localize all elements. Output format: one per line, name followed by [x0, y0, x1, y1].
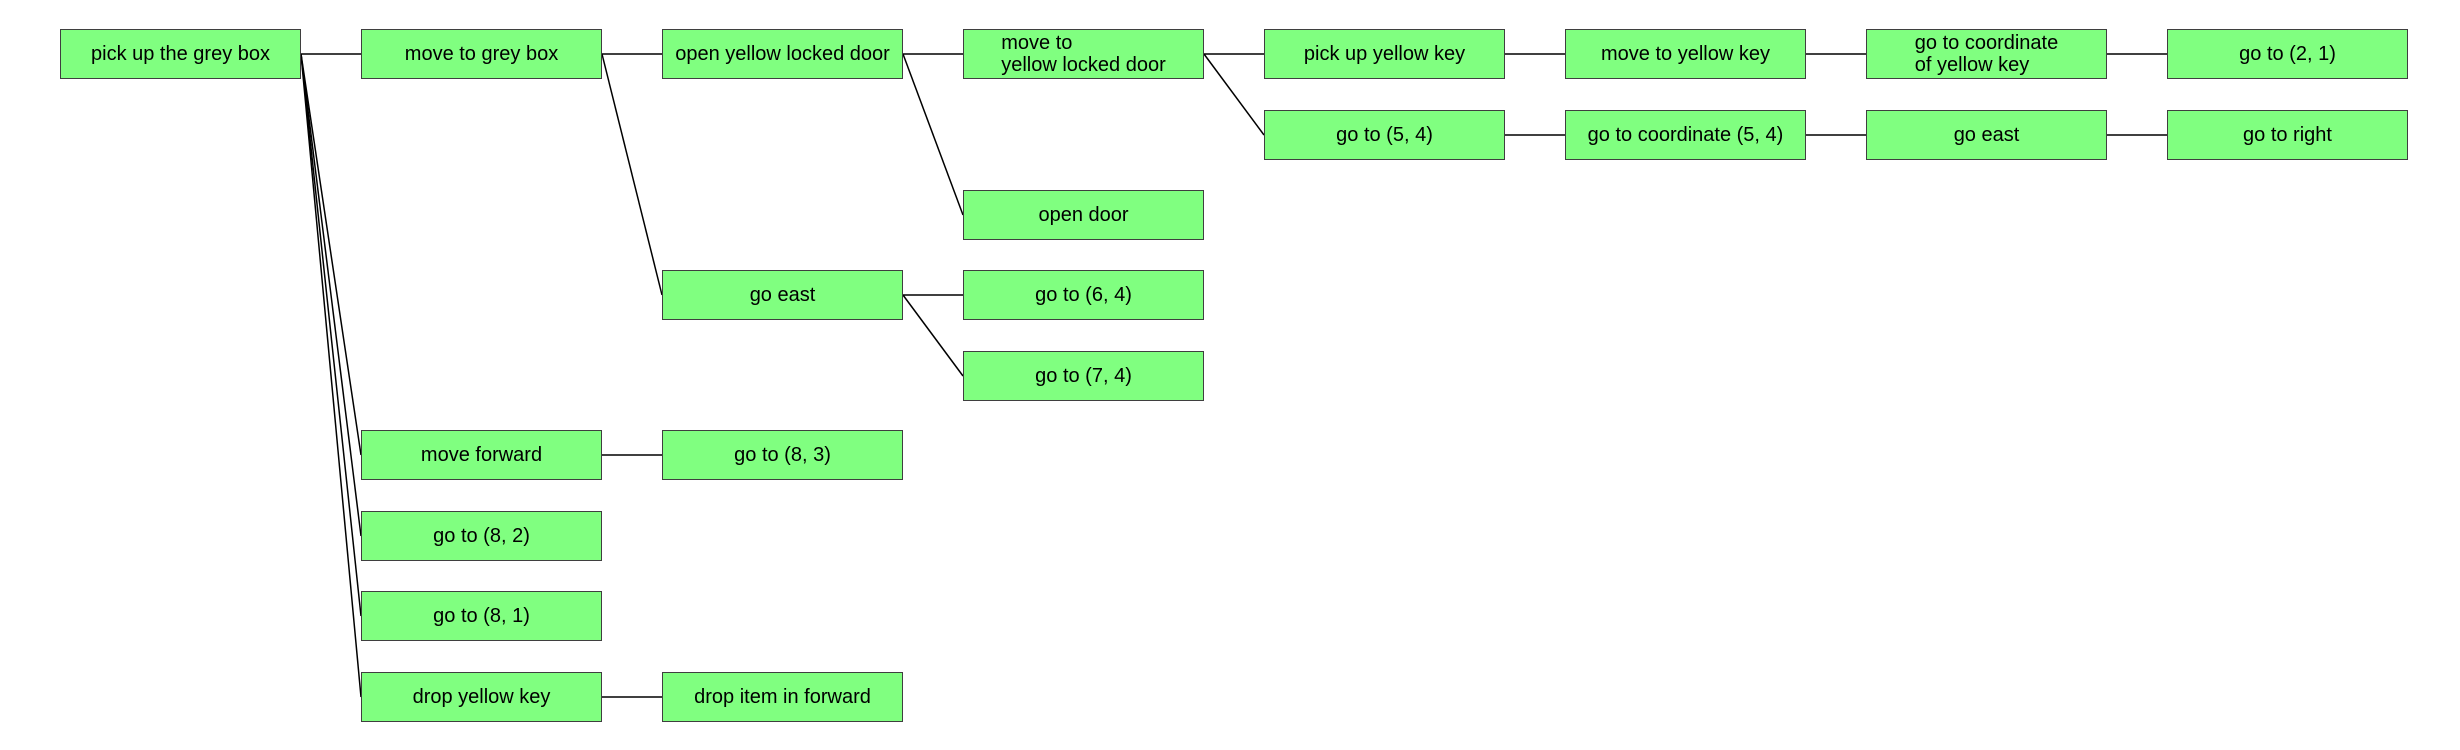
- node-go-to-8-3[interactable]: go to (8, 3): [662, 430, 903, 480]
- node-move-to-yellow-locked-door[interactable]: move to yellow locked door: [963, 29, 1204, 79]
- edge-pick_up_grey_box-to-go_to_8_2: [300, 53, 362, 537]
- node-go-to-coordinate-of-yellow-key[interactable]: go to coordinate of yellow key: [1866, 29, 2107, 79]
- node-go-east[interactable]: go east: [1866, 110, 2107, 160]
- edge-move_to_grey_box-to-go_east_1: [601, 53, 663, 296]
- node-go-to-2-1[interactable]: go to (2, 1): [2167, 29, 2408, 79]
- node-go-to-8-1[interactable]: go to (8, 1): [361, 591, 602, 641]
- node-go-to-coordinate-5-4[interactable]: go to coordinate (5, 4): [1565, 110, 1806, 160]
- node-go-to-right[interactable]: go to right: [2167, 110, 2408, 160]
- edge-open_yellow_locked_door-to-open_door: [902, 53, 964, 216]
- node-open-door[interactable]: open door: [963, 190, 1204, 240]
- edge-go_east_1-to-go_to_7_4: [902, 294, 964, 377]
- node-go-to-7-4[interactable]: go to (7, 4): [963, 351, 1204, 401]
- node-open-yellow-locked-door[interactable]: open yellow locked door: [662, 29, 903, 79]
- node-drop-yellow-key[interactable]: drop yellow key: [361, 672, 602, 722]
- node-move-forward[interactable]: move forward: [361, 430, 602, 480]
- edge-pick_up_grey_box-to-move_forward: [300, 53, 362, 456]
- node-drop-item-in-forward[interactable]: drop item in forward: [662, 672, 903, 722]
- node-pick-up-yellow-key[interactable]: pick up yellow key: [1264, 29, 1505, 79]
- node-go-to-5-4[interactable]: go to (5, 4): [1264, 110, 1505, 160]
- edge-pick_up_grey_box-to-drop_yellow_key: [300, 53, 362, 698]
- edge-move_to_yellow_locked_door-to-go_to_5_4: [1203, 53, 1265, 136]
- node-move-to-yellow-key[interactable]: move to yellow key: [1565, 29, 1806, 79]
- node-go-to-8-2[interactable]: go to (8, 2): [361, 511, 602, 561]
- node-go-to-6-4[interactable]: go to (6, 4): [963, 270, 1204, 320]
- edge-pick_up_grey_box-to-go_to_8_1: [300, 53, 362, 617]
- node-move-to-grey-box[interactable]: move to grey box: [361, 29, 602, 79]
- node-go-east[interactable]: go east: [662, 270, 903, 320]
- node-pick-up-the-grey-box[interactable]: pick up the grey box: [60, 29, 301, 79]
